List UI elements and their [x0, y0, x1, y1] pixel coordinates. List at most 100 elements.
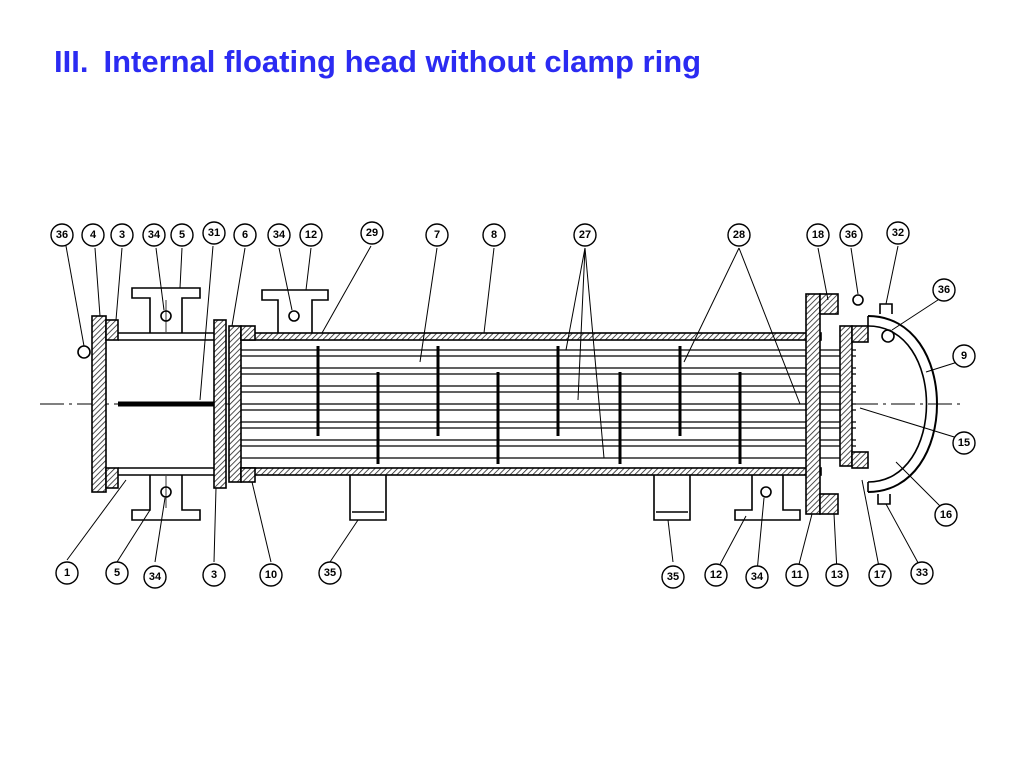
channel	[77, 287, 227, 521]
callout-34c: 34	[745, 565, 769, 589]
svg-text:9: 9	[961, 350, 967, 362]
callout-11: 11	[785, 563, 809, 587]
callout-15: 15	[952, 431, 976, 455]
callout-3b: 3	[202, 563, 226, 587]
callout-5b: 5	[105, 561, 129, 585]
svg-text:12: 12	[305, 229, 317, 241]
svg-text:12: 12	[710, 569, 722, 581]
shell-cover-flange	[805, 293, 821, 515]
callout-3a: 3	[110, 223, 134, 247]
callouts: 36 4 3 34 5 31 6 34 12 29 7 8 27 28 18 3…	[50, 221, 976, 589]
callout-12a: 12	[299, 223, 323, 247]
floating-tubesheet	[839, 325, 853, 467]
tube-bundle	[241, 349, 856, 459]
callout-13: 13	[825, 563, 849, 587]
stationary-tubesheet	[228, 325, 242, 483]
svg-text:17: 17	[874, 569, 886, 581]
callout-28: 28	[727, 223, 751, 247]
callout-1: 1	[55, 561, 79, 585]
svg-text:6: 6	[242, 229, 248, 241]
svg-text:36: 36	[56, 229, 68, 241]
callout-34a: 34	[142, 223, 166, 247]
callout-31: 31	[202, 221, 226, 245]
svg-text:36: 36	[845, 229, 857, 241]
shell-nozzle-bottom	[734, 475, 801, 521]
svg-text:34: 34	[273, 229, 286, 241]
svg-text:3: 3	[211, 569, 217, 581]
shell-top-wall	[240, 332, 822, 341]
svg-text:18: 18	[812, 229, 824, 241]
svg-text:10: 10	[265, 569, 277, 581]
svg-text:31: 31	[208, 227, 220, 239]
saddle-right	[653, 475, 691, 521]
title-text: Internal floating head without clamp rin…	[103, 44, 702, 79]
callout-6: 6	[233, 223, 257, 247]
shell-flange-left-b	[240, 467, 256, 483]
plug-32	[879, 303, 893, 314]
shell-bottom-wall	[240, 467, 822, 476]
channel-nozzle-top	[131, 287, 201, 333]
callout-32: 32	[886, 221, 910, 245]
floating-head-end	[805, 293, 945, 515]
shell-nozzle-top	[261, 289, 329, 333]
callout-8: 8	[482, 223, 506, 247]
saddle-left	[349, 475, 387, 521]
callout-7: 7	[425, 223, 449, 247]
callout-10: 10	[259, 563, 283, 587]
callout-27: 27	[573, 223, 597, 247]
callout-35a: 35	[318, 561, 342, 585]
svg-text:3: 3	[119, 229, 125, 241]
svg-text:13: 13	[831, 569, 843, 581]
channel-vent	[77, 345, 91, 359]
callout-4a: 4	[81, 223, 105, 247]
svg-text:15: 15	[958, 437, 970, 449]
baffles	[316, 346, 742, 464]
svg-text:35: 35	[324, 567, 336, 579]
svg-text:34: 34	[751, 571, 764, 583]
channel-nozzle-bottom	[131, 475, 201, 521]
svg-text:27: 27	[579, 229, 591, 241]
svg-text:8: 8	[491, 229, 497, 241]
shell	[240, 289, 822, 521]
svg-text:7: 7	[434, 229, 440, 241]
leader-lines	[65, 245, 965, 573]
svg-text:29: 29	[366, 227, 378, 239]
callout-12b: 12	[704, 563, 728, 587]
callout-17: 17	[868, 563, 892, 587]
callout-5a: 5	[170, 223, 194, 247]
channel-wall	[118, 332, 214, 476]
svg-text:36: 36	[938, 284, 950, 296]
vent-36	[852, 294, 864, 306]
vent-36b	[881, 329, 895, 343]
exchanger-drawing	[40, 245, 965, 573]
shell-flange-left	[240, 325, 256, 341]
svg-text:34: 34	[149, 571, 162, 583]
callout-34d: 34	[143, 565, 167, 589]
svg-text:4: 4	[90, 229, 97, 241]
callout-34b: 34	[267, 223, 291, 247]
callout-36c: 36	[932, 278, 956, 302]
svg-text:1: 1	[64, 567, 70, 579]
slide-title: III. Internal floating head without clamp…	[54, 44, 701, 80]
svg-text:28: 28	[733, 229, 745, 241]
svg-text:11: 11	[791, 569, 803, 581]
callout-36a: 36	[50, 223, 74, 247]
callout-18: 18	[806, 223, 830, 247]
svg-text:5: 5	[179, 229, 185, 241]
callout-9: 9	[952, 344, 976, 368]
svg-text:16: 16	[940, 509, 952, 521]
channel-cover	[91, 315, 107, 493]
plug-33	[877, 494, 891, 505]
svg-text:34: 34	[148, 229, 161, 241]
callout-35b: 35	[661, 565, 685, 589]
callout-33: 33	[910, 561, 934, 585]
svg-text:32: 32	[892, 227, 904, 239]
svg-text:33: 33	[916, 567, 928, 579]
svg-text:5: 5	[114, 567, 120, 579]
callout-36b: 36	[839, 223, 863, 247]
svg-text:35: 35	[667, 571, 679, 583]
channel-flange	[213, 319, 227, 489]
callout-29: 29	[360, 221, 384, 245]
section-numeral: III.	[54, 44, 89, 79]
